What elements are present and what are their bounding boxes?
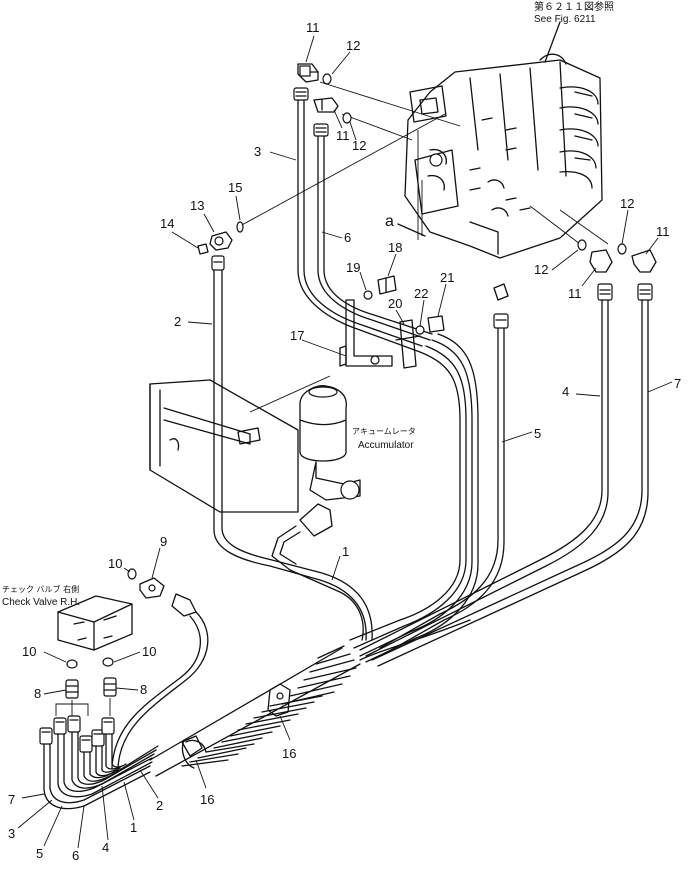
o-ring-15 <box>236 221 244 233</box>
hose-6 <box>313 123 433 341</box>
callout-5: 5 <box>36 846 43 861</box>
bolt-18 <box>377 275 397 295</box>
callout-2: 2 <box>174 314 181 329</box>
callout-8: 8 <box>140 682 147 697</box>
elbow-fitting-9 <box>139 577 165 599</box>
check-valve-jp-label: チェック バルブ 右側 <box>2 584 79 594</box>
callout-20: 20 <box>388 296 402 311</box>
reference-en: See Fig. 6211 <box>534 14 596 25</box>
callout-8: 8 <box>34 686 41 701</box>
hose-1 <box>271 525 364 641</box>
o-ring-12-second <box>342 112 352 124</box>
hose-4 <box>359 283 613 657</box>
hose-3 <box>293 87 423 353</box>
pilot-line-12a <box>319 81 461 127</box>
callout-7: 7 <box>8 792 15 807</box>
callout-17: 17 <box>290 328 304 343</box>
hose-from-fitting-9 <box>111 593 209 769</box>
callout-12: 12 <box>534 262 548 277</box>
callout-9: 9 <box>160 534 167 549</box>
callout-18: 18 <box>388 240 402 255</box>
view-arrow <box>397 223 426 237</box>
mounting-plate <box>149 375 331 513</box>
callout-1: 1 <box>342 544 349 559</box>
o-ring-12-right-upper <box>617 243 627 255</box>
callout-19: 19 <box>346 260 360 275</box>
callout-3: 3 <box>254 144 261 159</box>
callout-2: 2 <box>156 798 163 813</box>
accumulator-jp-label: アキュームレータ <box>352 427 416 436</box>
callout-11: 11 <box>306 20 320 35</box>
elbow-fitting-11-top <box>297 63 319 83</box>
hose-5 <box>379 283 509 655</box>
o-ring-10-top <box>127 568 137 580</box>
callout-6: 6 <box>72 848 79 863</box>
spiral-guard-bundle <box>149 619 471 777</box>
pilot-line-15 <box>239 113 446 227</box>
o-ring-10-left <box>66 659 78 669</box>
accumulator-label: Accumulator <box>358 440 414 451</box>
callout-10: 10 <box>108 556 122 571</box>
reference-jp: 第６２１１図参照 <box>534 0 614 13</box>
washer-22 <box>415 325 425 335</box>
callout-16: 16 <box>282 746 296 761</box>
o-ring-12-top <box>322 73 332 85</box>
callout-4: 4 <box>102 840 109 855</box>
fitting-8-right <box>103 677 117 697</box>
callout-4: 4 <box>562 384 569 399</box>
callout-15: 15 <box>228 180 242 195</box>
control-valve <box>404 21 603 259</box>
o-ring-12-right-lower <box>577 239 587 251</box>
o-ring-10-right <box>102 657 114 667</box>
callout-10: 10 <box>22 644 36 659</box>
plug-14 <box>197 243 209 255</box>
callout-21: 21 <box>440 270 454 285</box>
callout-5: 5 <box>534 426 541 441</box>
fitting-8-left <box>65 679 79 699</box>
callout-11: 11 <box>656 224 670 239</box>
leader-lines-fittings-8 <box>55 698 111 716</box>
bracket-17 <box>339 299 393 367</box>
washer-19 <box>363 290 373 300</box>
callout-14: 14 <box>160 216 174 231</box>
hose-7 <box>371 283 653 667</box>
callout-12: 12 <box>346 38 360 53</box>
lower-hose-ends <box>39 715 159 810</box>
callout-11: 11 <box>336 128 350 143</box>
callout-7: 7 <box>674 376 681 391</box>
pilot-line-12b <box>341 113 413 141</box>
callout-22: 22 <box>414 286 428 301</box>
callout-16: 16 <box>200 792 214 807</box>
clamp-20 <box>395 319 421 369</box>
elbow-fitting-13 <box>209 231 233 251</box>
check-valve-block <box>57 595 133 651</box>
elbow-fitting-11-right-lower <box>589 249 613 273</box>
callout-1: 1 <box>130 820 137 835</box>
callout-6: 6 <box>344 230 351 245</box>
bolt-21 <box>427 315 445 333</box>
callout-12: 12 <box>352 138 366 153</box>
pilot-lines-right <box>529 205 609 245</box>
check-valve-label: Check Valve R.H. <box>2 597 80 608</box>
callout-11: 11 <box>568 286 582 301</box>
hose-2 <box>211 255 373 641</box>
callout-3: 3 <box>8 826 15 841</box>
view-letter: a <box>385 213 394 230</box>
line-bundle-center <box>349 333 479 663</box>
callout-12: 12 <box>620 196 634 211</box>
callout-10: 10 <box>142 644 156 659</box>
accumulator <box>299 385 361 537</box>
elbow-fitting-11-right-upper <box>631 249 657 273</box>
leader-lines <box>17 35 673 849</box>
callout-numbers: 11 12 11 12 3 15 13 14 6 18 19 21 22 20 … <box>8 20 681 863</box>
callout-13: 13 <box>190 198 204 213</box>
elbow-fitting-11-second <box>313 97 339 113</box>
